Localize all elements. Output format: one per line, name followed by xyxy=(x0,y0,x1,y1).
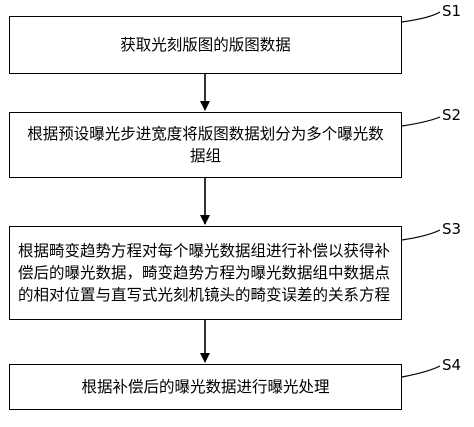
step-text-s3: 根据畸变趋势方程对每个曝光数据组进行补偿以获得补偿后的曝光数据，畸变趋势方程为曝… xyxy=(18,242,391,304)
leader-s2 xyxy=(401,116,441,127)
step-box-s3: 根据畸变趋势方程对每个曝光数据组进行补偿以获得补偿后的曝光数据，畸变趋势方程为曝… xyxy=(9,226,402,320)
step-text-s4: 根据补偿后的曝光数据进行曝光处理 xyxy=(81,378,330,396)
leader-s3 xyxy=(401,229,441,241)
step-text-s1: 获取光刻版图的版图数据 xyxy=(120,36,291,54)
step-label-s3: S3 xyxy=(442,220,462,238)
step-box-s2: 根据预设曝光步进宽度将版图数据划分为多个曝光数据组 xyxy=(9,112,402,178)
step-label-s1: S1 xyxy=(442,2,462,20)
step-text-s2: 根据预设曝光步进宽度将版图数据划分为多个曝光数据组 xyxy=(27,125,384,165)
leader-s4 xyxy=(401,365,441,378)
step-label-s4: S4 xyxy=(442,356,462,374)
step-label-s2: S2 xyxy=(442,106,462,124)
step-box-s4: 根据补偿后的曝光数据进行曝光处理 xyxy=(9,364,402,410)
leader-s1 xyxy=(401,11,441,23)
step-box-s1: 获取光刻版图的版图数据 xyxy=(9,16,402,74)
